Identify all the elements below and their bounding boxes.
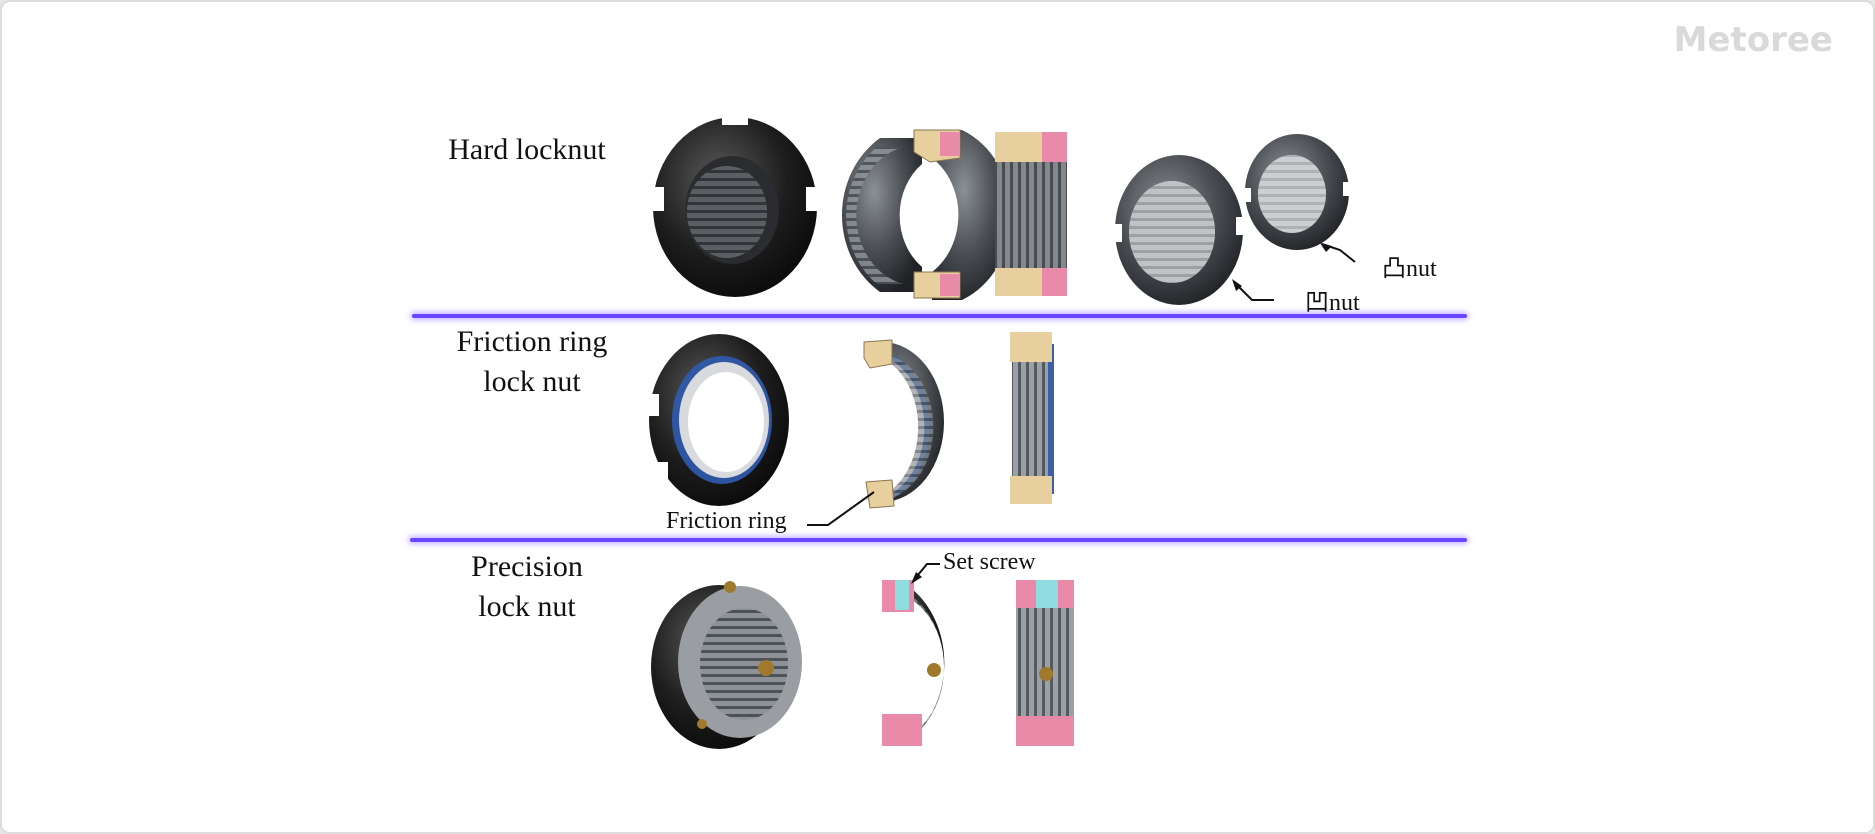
row-divider-1 bbox=[412, 314, 1467, 318]
row-title-friction-ring-lock-nut: Friction ring lock nut bbox=[432, 322, 632, 402]
row-title-hard-locknut: Hard locknut bbox=[432, 130, 622, 170]
concave-nut-leader-line bbox=[1233, 281, 1274, 301]
set-screw-label: Set screw bbox=[943, 549, 1036, 575]
row-title-line2: lock nut bbox=[483, 365, 581, 398]
hard-locknut-half-section-icon bbox=[841, 129, 1012, 300]
hard-locknut-3d-icon bbox=[652, 115, 818, 297]
row-title-precision-lock-nut: Precision lock nut bbox=[432, 547, 622, 627]
row-title-line2: lock nut bbox=[478, 590, 576, 623]
precision-lock-nut-3d-icon bbox=[651, 581, 802, 749]
row-divider-2 bbox=[410, 538, 1467, 542]
friction-ring-label: Friction ring bbox=[666, 508, 787, 534]
precision-lock-nut-cross-section-icon bbox=[1016, 580, 1074, 746]
friction-ring-cross-section-icon bbox=[1010, 332, 1054, 504]
watermark-logo: Metoree bbox=[1673, 20, 1833, 60]
friction-ring-leader-line bbox=[807, 491, 875, 526]
row-title-line1: Precision bbox=[471, 550, 583, 583]
concave-nut-label: 凹nut bbox=[1305, 290, 1360, 316]
friction-ring-lock-nut-3d-icon bbox=[647, 334, 789, 506]
row-title-line1: Hard locknut bbox=[448, 133, 606, 166]
friction-ring-half-section-icon bbox=[863, 339, 944, 509]
concave-nut-3d-icon bbox=[1113, 155, 1245, 305]
hard-locknut-cross-section-icon bbox=[995, 132, 1067, 296]
convex-nut-label: 凸nut bbox=[1382, 256, 1437, 282]
row-title-line1: Friction ring bbox=[456, 325, 608, 358]
precision-lock-nut-half-section-icon bbox=[882, 580, 945, 746]
convex-nut-3d-icon bbox=[1243, 134, 1351, 250]
